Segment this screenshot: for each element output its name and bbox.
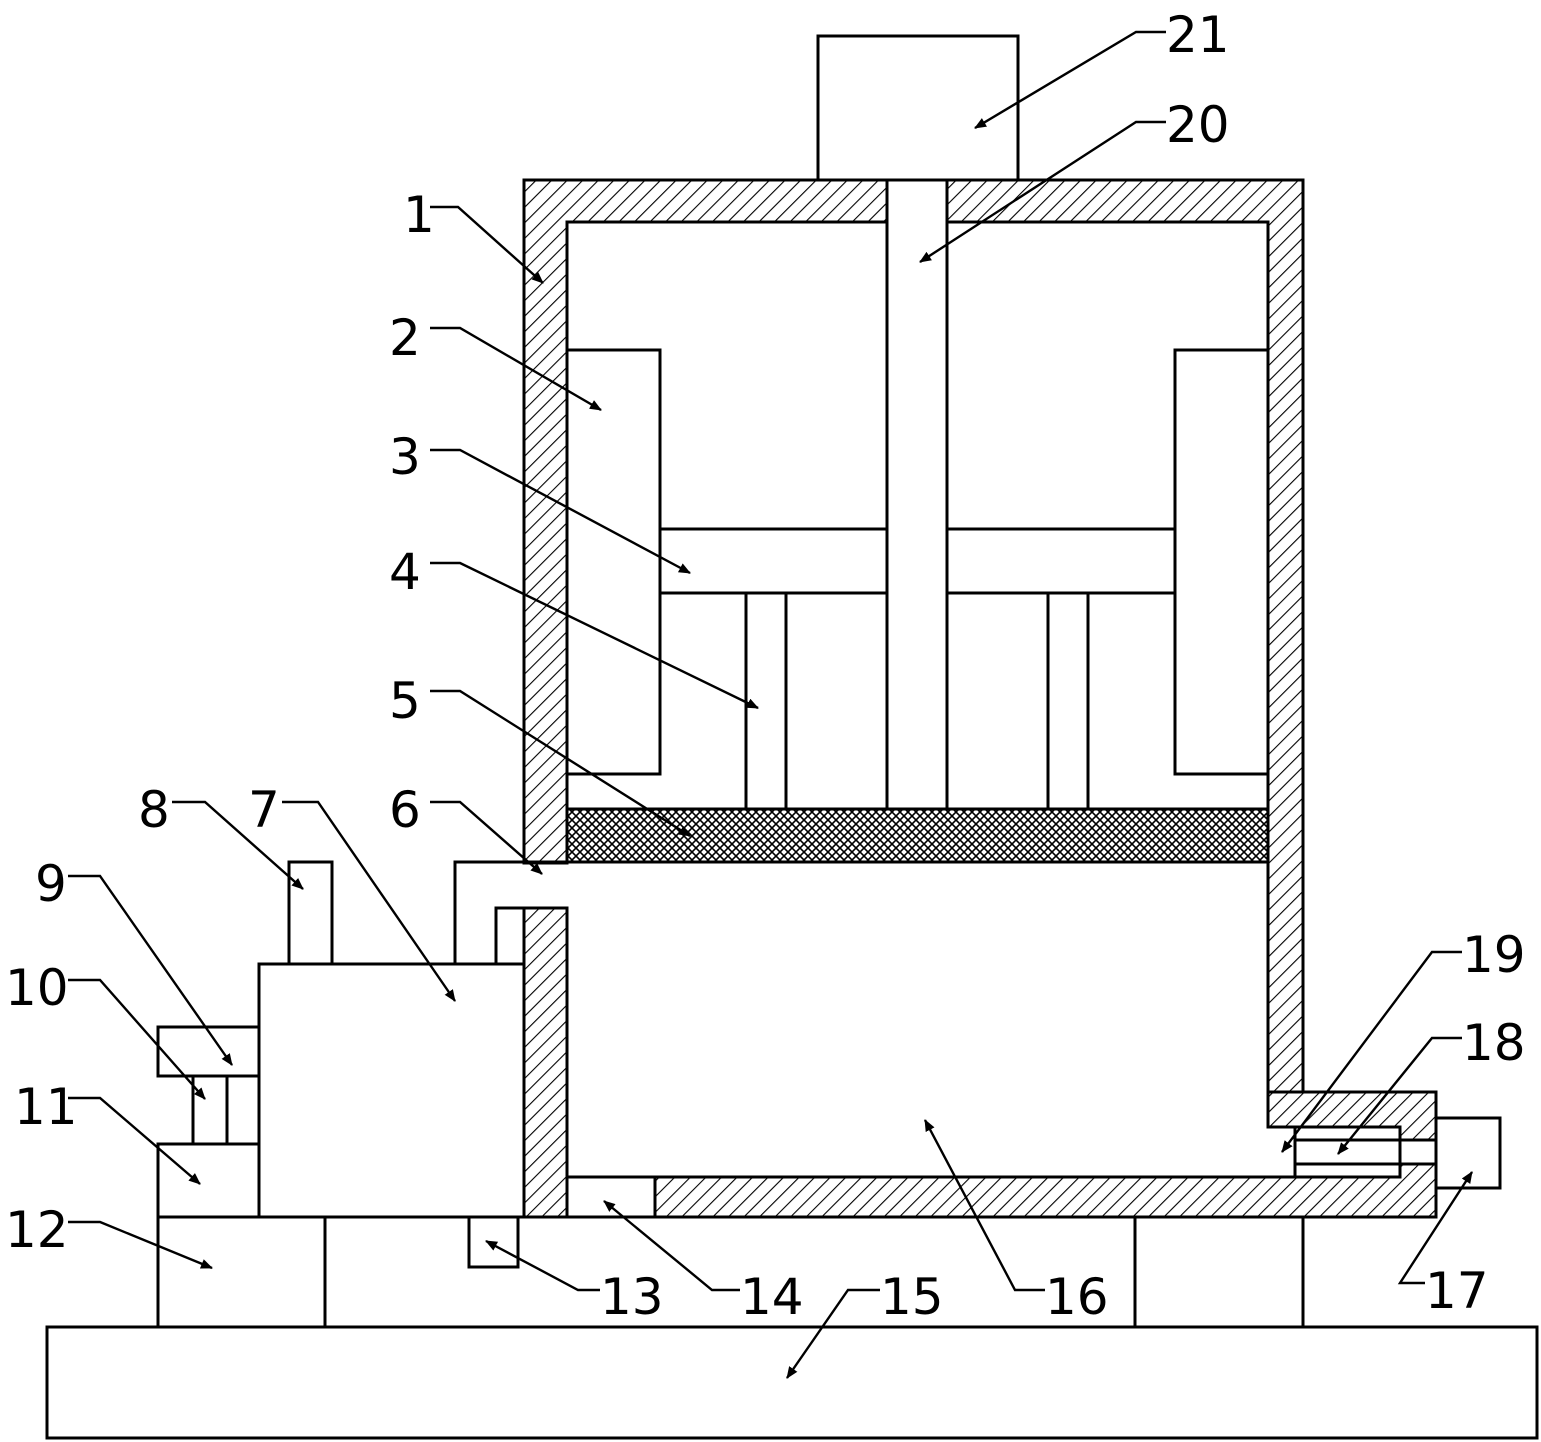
pump-inlet bbox=[287, 860, 334, 966]
label-14: 14 bbox=[740, 1268, 804, 1326]
callout-labels: 1 2 3 4 5 6 7 8 9 10 11 12 13 14 15 16 1… bbox=[5, 6, 1526, 1326]
central-shaft bbox=[885, 180, 949, 809]
label-6: 6 bbox=[389, 781, 421, 839]
top-motor bbox=[816, 34, 1020, 182]
side-bracket-top bbox=[156, 1025, 261, 1078]
side-bracket-base bbox=[156, 1142, 261, 1219]
cross-arms bbox=[660, 527, 1175, 595]
label-21: 21 bbox=[1166, 6, 1230, 64]
label-20: 20 bbox=[1166, 96, 1230, 154]
label-17: 17 bbox=[1425, 1262, 1489, 1320]
label-11: 11 bbox=[14, 1078, 78, 1136]
leader-lines bbox=[68, 30, 1474, 1379]
bottom-stub bbox=[467, 1215, 520, 1269]
support-blocks bbox=[156, 1215, 1305, 1329]
label-16: 16 bbox=[1045, 1268, 1109, 1326]
outlet-block bbox=[565, 1175, 657, 1219]
label-9: 9 bbox=[35, 855, 67, 913]
right-press-plate bbox=[1173, 348, 1270, 776]
left-press-plate bbox=[565, 348, 662, 776]
label-8: 8 bbox=[138, 781, 170, 839]
label-12: 12 bbox=[5, 1201, 69, 1259]
label-18: 18 bbox=[1462, 1014, 1526, 1072]
label-13: 13 bbox=[600, 1268, 664, 1326]
base-plate bbox=[45, 1325, 1539, 1440]
label-19: 19 bbox=[1462, 926, 1526, 984]
label-4: 4 bbox=[389, 543, 421, 601]
valve-actuator bbox=[1434, 1116, 1502, 1190]
label-3: 3 bbox=[389, 428, 421, 486]
stirring-rods bbox=[744, 593, 1090, 809]
label-7: 7 bbox=[248, 781, 280, 839]
bracket-rod-a bbox=[191, 1074, 229, 1146]
label-5: 5 bbox=[389, 672, 421, 730]
label-15: 15 bbox=[880, 1268, 944, 1326]
pump-body bbox=[257, 962, 526, 1219]
label-10: 10 bbox=[5, 959, 69, 1017]
label-1: 1 bbox=[403, 186, 435, 244]
label-2: 2 bbox=[389, 309, 421, 367]
filter-screen bbox=[565, 807, 1270, 864]
